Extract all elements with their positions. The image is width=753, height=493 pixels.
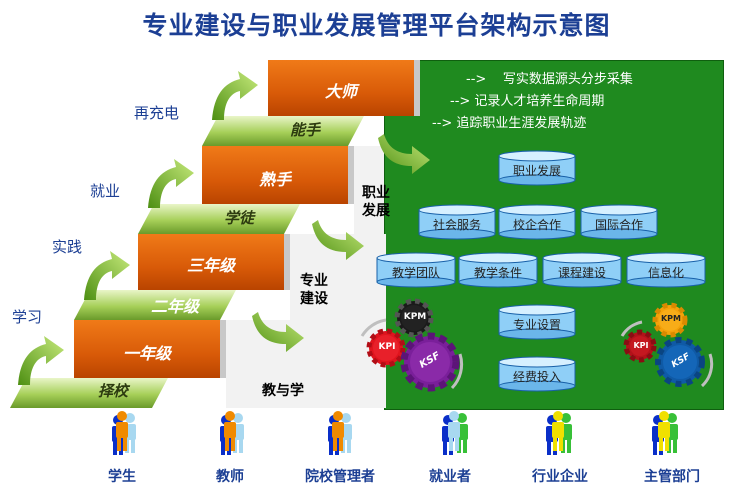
arrow-right-3 <box>378 134 430 174</box>
people-student-icon <box>112 411 136 455</box>
gear-ksf-icon <box>400 332 460 392</box>
gear-label-kpm: KPM <box>660 314 682 323</box>
db-label: 国际合作 <box>594 218 643 232</box>
gear-kpi-icon <box>366 328 406 368</box>
db-label: 社会服务 <box>432 218 481 232</box>
note-3: --> 追踪职业生涯发展轨迹 <box>432 112 586 131</box>
database-cylinder <box>458 252 538 288</box>
note-text: 追踪职业生涯发展轨迹 <box>456 116 587 131</box>
people-manager-icon <box>328 411 352 455</box>
database-cylinder <box>498 304 576 340</box>
person-label-industry: 行业企业 <box>532 469 588 485</box>
step-top-label-2: 学徒 <box>223 209 254 227</box>
note-text: 写实数据源头分步采集 <box>502 72 633 87</box>
arrow-up-2 <box>84 251 130 300</box>
step-front-1 <box>74 320 226 378</box>
side-word-practice: 实践 <box>52 238 83 256</box>
step-front-label-4: 熟手 <box>258 170 291 189</box>
database-cylinder <box>498 204 576 240</box>
note-text: 记录人才培养生命周期 <box>474 94 605 109</box>
gear-kpi-icon <box>623 329 657 363</box>
label-career-development: 职业发展 <box>362 185 390 219</box>
arrow-right-2 <box>312 220 364 260</box>
database-cylinder <box>498 356 576 392</box>
person-label-student: 学生 <box>108 469 136 485</box>
step-front-5 <box>268 60 420 116</box>
step-top-label-3: 能手 <box>289 121 320 139</box>
gear-label-kpm: KPM <box>403 312 427 322</box>
db-label: 职业发展 <box>512 164 561 178</box>
note-arrow: --> <box>450 94 471 109</box>
step-front-3 <box>138 234 290 290</box>
db-label: 信息化 <box>647 266 684 280</box>
people-authority-icon <box>652 411 678 455</box>
database-cylinder <box>542 252 622 288</box>
step-front-label-5: 大师 <box>324 82 357 101</box>
database-cylinder <box>376 252 456 288</box>
gear-kpm-icon <box>394 298 434 338</box>
arrow-right-1 <box>252 312 304 352</box>
arrow-up-3 <box>148 159 194 208</box>
label-major-construction: 专业建设 <box>300 273 328 307</box>
db-label: 教学团队 <box>391 266 440 280</box>
note-1: --> 写实数据源头分步采集 <box>466 68 633 87</box>
gear-cluster-right <box>620 302 714 388</box>
side-word-study: 学习 <box>12 308 43 326</box>
note-arrow: --> <box>432 116 453 131</box>
person-label-teacher: 教师 <box>216 469 244 485</box>
person-label-employee: 就业者 <box>429 469 471 485</box>
note-2: --> 记录人才培养生命周期 <box>450 90 604 109</box>
step-front-4 <box>202 146 354 204</box>
gear-label-kpi: KPI <box>633 341 649 350</box>
db-label: 教学条件 <box>473 266 522 280</box>
arrow-up-1 <box>18 336 64 385</box>
people-industry-icon <box>546 411 572 455</box>
note-arrow: --> <box>466 72 487 87</box>
database-cylinder <box>626 252 706 288</box>
person-label-school-manager: 院校管理者 <box>305 469 375 485</box>
page-title: 专业建设与职业发展管理平台架构示意图 <box>142 11 611 40</box>
db-label: 专业设置 <box>512 318 561 332</box>
step-front-label-2: 二年级 <box>150 297 199 316</box>
side-word-recharge: 再充电 <box>134 104 180 122</box>
db-label: 校企合作 <box>512 218 561 232</box>
people-row <box>112 411 678 455</box>
step-top-label-1: 择校 <box>97 382 128 400</box>
database-cylinder <box>418 204 496 240</box>
step-front-label-1: 一年级 <box>122 344 171 363</box>
side-word-employment: 就业 <box>90 182 121 200</box>
person-label-authority: 主管部门 <box>644 469 700 485</box>
gear-ksf-icon <box>655 337 705 387</box>
database-cylinder <box>498 150 576 186</box>
gear-kpm-icon <box>652 302 688 338</box>
label-teaching-learning: 教与学 <box>262 383 304 399</box>
step-front-label-3: 三年级 <box>186 256 235 275</box>
db-label: 课程建设 <box>557 266 606 280</box>
gear-label-kpi: KPI <box>378 342 396 352</box>
people-teacher-icon <box>220 411 244 455</box>
database-cylinder <box>580 204 658 240</box>
db-label: 经费投入 <box>512 370 561 384</box>
people-employee-icon <box>442 411 468 455</box>
step-side-1 <box>226 320 386 408</box>
step-side-3 <box>354 146 384 234</box>
arrow-up-4 <box>212 71 258 120</box>
gear-cluster-left <box>360 298 464 392</box>
